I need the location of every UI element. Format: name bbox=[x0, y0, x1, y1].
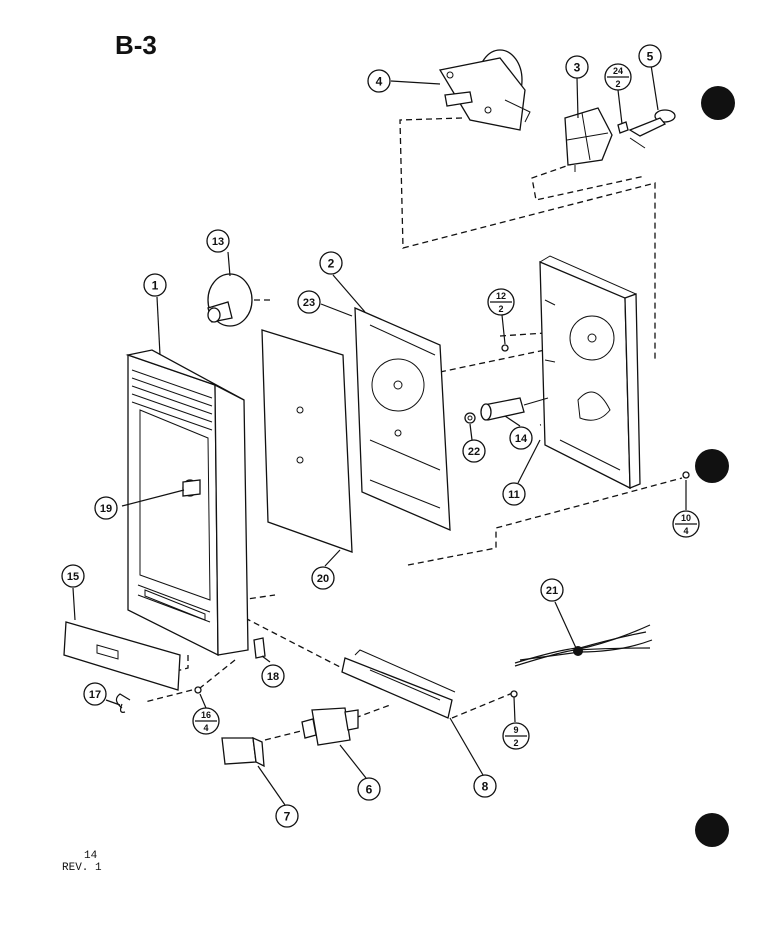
svg-text:6: 6 bbox=[366, 783, 373, 797]
part-motor bbox=[438, 49, 531, 131]
svg-text:3: 3 bbox=[574, 61, 581, 75]
part-cabinet bbox=[125, 349, 249, 657]
binder-hole-mark bbox=[695, 813, 729, 847]
callout-22: 22 bbox=[462, 439, 486, 463]
callout-16-over-4: 16 4 bbox=[192, 707, 220, 735]
callout-13: 13 bbox=[206, 229, 230, 253]
svg-text:8: 8 bbox=[482, 780, 489, 794]
svg-text:16: 16 bbox=[201, 710, 211, 720]
callout-2: 2 bbox=[319, 251, 343, 275]
callout-14: 14 bbox=[509, 426, 533, 450]
callout-9-over-2: 9 2 bbox=[502, 722, 530, 750]
part-screw-10 bbox=[682, 471, 690, 479]
callout-24-over-2: 24 2 bbox=[604, 63, 632, 91]
svg-text:4: 4 bbox=[683, 526, 688, 536]
part-screw-12 bbox=[501, 344, 509, 352]
svg-text:4: 4 bbox=[203, 723, 208, 733]
part-screw-9 bbox=[510, 690, 518, 698]
binder-hole-mark bbox=[701, 86, 735, 120]
part-clip-5 bbox=[628, 109, 676, 149]
svg-text:11: 11 bbox=[508, 489, 520, 501]
callout-10-over-4: 10 4 bbox=[672, 510, 700, 538]
page-number: 14 bbox=[84, 850, 98, 862]
svg-text:24: 24 bbox=[613, 66, 623, 76]
revision-label: REV. 1 bbox=[62, 862, 102, 874]
part-dial-knob bbox=[207, 273, 253, 327]
part-nut-22 bbox=[464, 412, 476, 424]
part-button-cap bbox=[221, 736, 265, 768]
callout-8: 8 bbox=[473, 774, 497, 798]
binder-hole-mark bbox=[695, 449, 729, 483]
svg-text:19: 19 bbox=[100, 503, 112, 515]
svg-text:10: 10 bbox=[681, 513, 691, 523]
svg-text:15: 15 bbox=[67, 571, 79, 583]
svg-text:2: 2 bbox=[513, 738, 518, 748]
callout-4: 4 bbox=[367, 69, 391, 93]
part-wire-harness bbox=[514, 624, 653, 667]
svg-text:5: 5 bbox=[647, 50, 654, 64]
callout-1: 1 bbox=[143, 273, 167, 297]
callout-5: 5 bbox=[638, 44, 662, 68]
callout-19: 19 bbox=[94, 496, 118, 520]
callout-15: 15 bbox=[61, 564, 85, 588]
callout-21: 21 bbox=[540, 578, 564, 602]
part-nameplate bbox=[63, 621, 181, 691]
part-capacitor bbox=[480, 397, 549, 421]
callout-12-over-2: 12 2 bbox=[487, 288, 515, 316]
part-bracket-18 bbox=[253, 637, 266, 659]
part-rail-bracket bbox=[341, 649, 456, 719]
part-clip-17 bbox=[115, 693, 131, 713]
part-screw-24 bbox=[617, 121, 629, 134]
svg-text:20: 20 bbox=[317, 573, 329, 585]
callout-7: 7 bbox=[275, 804, 299, 828]
svg-text:22: 22 bbox=[468, 446, 480, 458]
svg-text:17: 17 bbox=[89, 689, 101, 701]
svg-text:2: 2 bbox=[615, 79, 620, 89]
svg-text:2: 2 bbox=[498, 304, 503, 314]
svg-text:4: 4 bbox=[376, 75, 383, 89]
svg-text:7: 7 bbox=[284, 810, 291, 824]
part-chassis-plate bbox=[539, 255, 641, 490]
callout-23: 23 bbox=[297, 290, 321, 314]
callout-20: 20 bbox=[311, 566, 335, 590]
callout-11: 11 bbox=[502, 482, 526, 506]
svg-text:9: 9 bbox=[513, 725, 518, 735]
page-title: B-3 bbox=[115, 30, 157, 60]
part-gasket bbox=[261, 329, 353, 553]
svg-text:21: 21 bbox=[546, 585, 558, 597]
callout-3: 3 bbox=[565, 55, 589, 79]
part-panel bbox=[354, 306, 451, 532]
part-switch-block bbox=[564, 107, 613, 172]
svg-text:14: 14 bbox=[515, 433, 528, 445]
svg-text:23: 23 bbox=[303, 297, 315, 309]
callout-6: 6 bbox=[357, 777, 381, 801]
part-knob-19 bbox=[182, 479, 201, 497]
svg-text:18: 18 bbox=[267, 671, 279, 683]
svg-text:1: 1 bbox=[152, 279, 159, 293]
callout-leaders bbox=[72, 64, 687, 806]
callout-18: 18 bbox=[261, 664, 285, 688]
svg-text:2: 2 bbox=[328, 257, 335, 271]
part-screw-16 bbox=[194, 686, 202, 694]
svg-text:13: 13 bbox=[212, 236, 224, 248]
svg-text:12: 12 bbox=[496, 291, 506, 301]
callout-17: 17 bbox=[83, 682, 107, 706]
part-rocker-switch bbox=[301, 707, 359, 746]
